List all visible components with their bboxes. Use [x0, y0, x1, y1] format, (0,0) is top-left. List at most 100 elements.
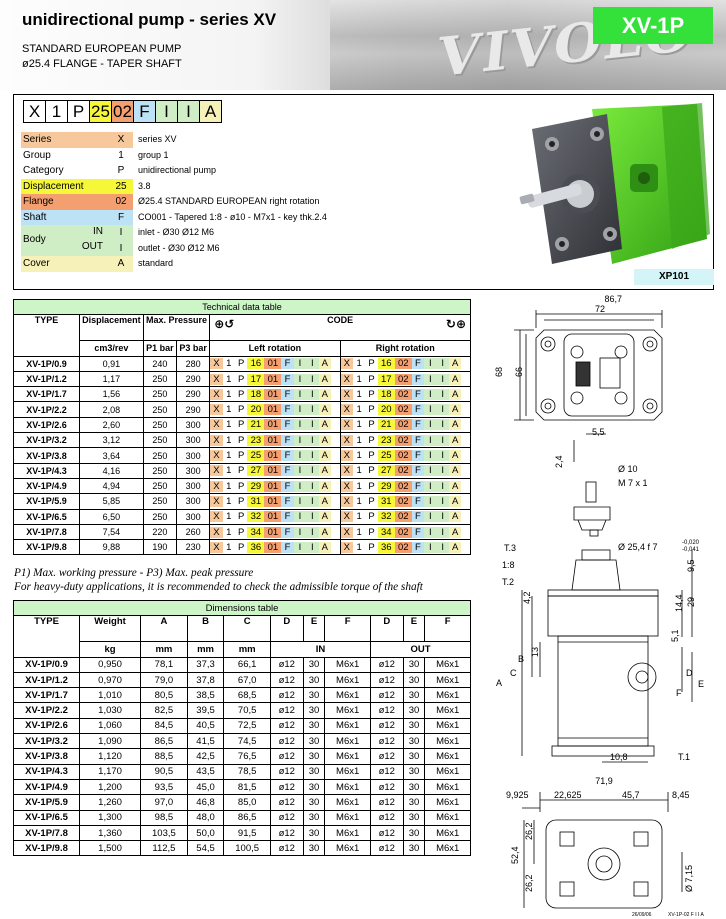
pump-image	[519, 103, 710, 264]
legend-desc: series XV	[138, 134, 177, 144]
code-char: 25	[89, 100, 112, 123]
dim-29: 29	[686, 597, 696, 607]
dims-header: F	[424, 615, 471, 643]
label-t2: T.2	[502, 577, 514, 587]
dim-9-925: 9,925	[506, 790, 529, 800]
dim-26-2-b: 26,2	[524, 874, 534, 892]
dims-header: Weight	[78, 615, 142, 643]
dim-9-5: 9,5	[686, 559, 696, 572]
dim-2-4: 2,4	[554, 455, 564, 468]
code-char: I	[155, 100, 178, 123]
dims-header: E	[302, 615, 326, 643]
label-d: D	[686, 668, 693, 678]
legend-code: P	[109, 163, 133, 179]
th-left: Left rotation	[209, 340, 341, 357]
drawing-code: XV-1P-02 F I I A	[668, 912, 705, 918]
label-taper: 1:8	[502, 560, 515, 570]
dim-m7: M 7 x 1	[618, 478, 648, 488]
dim-52-4: 52,4	[510, 846, 520, 864]
note-torque: For heavy-duty applications, it is recom…	[14, 581, 423, 593]
legend-desc: group 1	[138, 149, 169, 160]
th-press: Max. Pressure	[142, 314, 211, 342]
th-p3: P3 bar	[175, 340, 211, 357]
label-t1: T.1	[678, 752, 690, 762]
dims-header: A	[140, 615, 188, 643]
dim-tol-1: -0,020	[682, 540, 700, 546]
dims-header: B	[186, 615, 225, 643]
dim-8-45: 8,45	[672, 790, 690, 800]
label-a: A	[496, 678, 502, 688]
dim-14-4: 14,4	[674, 594, 684, 612]
dims-caption: Dimensions table	[13, 599, 471, 617]
dim-5-1: 5,1	[670, 629, 680, 642]
label-b: B	[518, 654, 524, 664]
th-disp: Displacement	[79, 314, 144, 342]
dim-dia-7-15: Ø 7,15	[684, 865, 694, 892]
code-char: X	[23, 100, 46, 123]
code-char: I	[177, 100, 200, 123]
legend-code: 25	[109, 178, 133, 194]
dims-header: F	[324, 615, 371, 643]
page-subtitle: STANDARD EUROPEAN PUMP	[22, 43, 182, 55]
legend-label: Category	[21, 163, 109, 179]
dim-10-8: 10,8	[610, 752, 628, 762]
th-right: Right rotation	[339, 340, 472, 357]
tech-caption: Technical data table	[13, 298, 471, 316]
dim-5-5: 5,5	[592, 427, 605, 437]
pump-symbol-right-icon: ↻⊕	[445, 317, 466, 332]
page-title: unidirectional pump - series XV	[22, 10, 277, 29]
code-char: 02	[111, 100, 134, 123]
dim-45-7: 45,7	[622, 790, 640, 800]
dim-dia-10: Ø 10	[618, 464, 638, 474]
dim-66: 66	[514, 367, 524, 377]
th-unit: cm3/rev	[79, 340, 144, 357]
drawing-date: 26/09/06	[632, 912, 652, 918]
model-badge: XV-1P	[593, 7, 713, 44]
th-code: ⊕↺CODE↻⊕	[209, 314, 471, 342]
dims-header: D	[269, 615, 304, 643]
